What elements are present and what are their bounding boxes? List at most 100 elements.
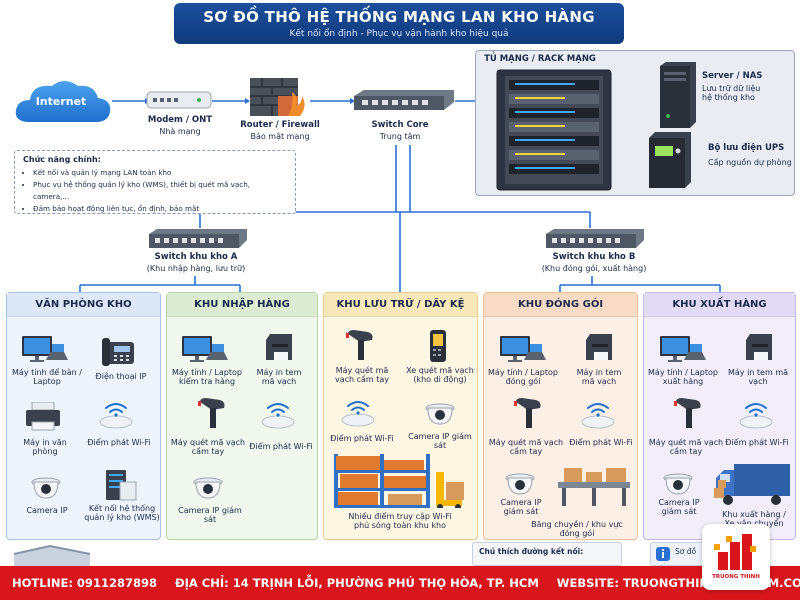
functions-note: Chức năng chính: Kết nối và quản lý mạng… [14,150,296,214]
storage-caption: Nhiều điểm truy cập Wi-Fi phủ sóng toàn … [348,512,452,531]
warehouse-building-icon [13,544,91,566]
office-phone-label: Điện thoại IP [95,372,147,381]
legend-note-text: Sơ đồ [675,547,697,556]
wifi-icon [341,401,375,427]
label-printer-icon [266,334,292,360]
function-item: Phục vụ hệ thống quản lý kho (WMS), thiế… [33,179,287,203]
brand-logo: TRUONG THINH [702,524,770,590]
office-camera-label: Camera IP [26,506,68,515]
modem-icon [146,91,212,109]
packing-scanner-label: Máy quét mã vạch cầm tay [488,438,564,457]
server-icon [660,62,696,128]
footer-address: ĐỊA CHỈ: 14 TRỊNH LỖI, PHƯỜNG PHÚ THỌ HÒ… [174,576,539,590]
office-printer-label: Máy in văn phòng [23,438,67,457]
inbound-pc-label: Máy tính / Laptop kiểm tra hàng [172,368,242,387]
zone-inbound-title: KHU NHẬP HÀNG [167,293,317,317]
zone-outbound-title: KHU XUẤT HÀNG [644,293,795,317]
inbound-scanner-label: Máy quét mã vạch cầm tay [170,438,246,457]
storage-camera-label: Camera IP giám sát [408,432,472,451]
switch-a-title: Switch khu kho A [154,252,238,262]
wifi-icon [261,403,295,429]
ups-title: Bộ lưu điện UPS [708,143,785,153]
camera-icon [31,477,61,499]
zone-office-title: VĂN PHÒNG KHO [7,293,160,317]
switch-b-icon [546,229,644,248]
office-wifi-label: Điểm phát Wi-Fi [87,438,151,447]
logo-text: TRUONG THINH [712,574,760,580]
office-wms-label: Kết nối hệ thống quản lý kho (WMS) [84,504,160,523]
core-switch-subtitle: Trung tâm [379,132,421,141]
office-desktop-label: Máy tính để bàn / Laptop [12,368,82,387]
wms-icon [105,469,137,501]
barcode-scanner-icon [346,330,373,360]
wifi-icon [739,403,773,429]
handheld-terminal-icon [430,330,446,362]
ip-phone-icon [102,338,134,366]
wifi-icon [99,403,133,429]
modem-title: Modem / ONT [147,115,213,125]
camera-icon [425,403,455,425]
zone-packing-title: KHU ĐÓNG GÓI [484,293,637,317]
storage-mobile-label: Xe quét mã vạch (kho di động) [406,366,474,385]
barcode-scanner-icon [514,398,541,428]
switch-a-icon [149,229,247,248]
barcode-scanner-icon [674,398,701,428]
warehouse-shelves-icon [334,454,464,508]
desktop-icon [182,336,228,362]
core-switch-title: Switch Core [371,120,429,130]
ups-subtitle: Cấp nguồn dự phòng [708,158,792,167]
switch-b-title: Switch khu kho B [552,252,636,262]
packing-pc-label: Máy tính / Laptop đóng gói [488,368,558,387]
core-switch-icon [354,90,454,110]
camera-icon [193,477,223,499]
storage-scanner-label: Máy quét mã vạch cầm tay [334,366,390,385]
office-printer-icon [25,402,61,431]
rack-cabinet-icon [496,69,612,191]
info-icon [656,547,670,561]
connection-legend: Chú thích đường kết nối: [472,542,622,566]
firewall-icon [250,78,305,116]
outbound-scanner-label: Máy quét mã vạch cầm tay [648,438,724,457]
zone-packing: KHU ĐÓNG GÓI [483,292,638,540]
diagram-header: SƠ ĐỒ THÔ HỆ THỐNG MẠNG LAN KHO HÀNG Kết… [174,3,624,44]
server-subtitle: Lưu trữ dữ liệu hệ thống kho [702,84,761,103]
zone-inbound: KHU NHẬP HÀNG [166,292,318,540]
internet-label: Internet [35,95,87,108]
diagram-title: SƠ ĐỒ THÔ HỆ THỐNG MẠNG LAN KHO HÀNG [203,8,595,26]
label-printer-icon [586,334,612,360]
packing-wifi-label: Điểm phát Wi-Fi [569,438,633,447]
storage-wifi-label: Điểm phát Wi-Fi [330,434,394,443]
conveyor-icon [558,468,630,506]
zone-storage-title: KHU LƯU TRỮ / DÃY KỆ [324,293,477,317]
function-item: Kết nối và quản lý mạng LAN toàn kho [33,167,287,179]
rack-title: TỦ MẠNG / RACK MẠNG [484,54,596,64]
desktop-icon [660,336,706,362]
outbound-wifi-label: Điểm phát Wi-Fi [725,438,789,447]
router-subtitle: Bảo mật mạng [250,132,310,141]
desktop-icon [500,336,546,362]
outbound-pc-label: Máy tính / Laptop xuất hàng [648,368,718,387]
functions-title: Chức năng chính: [23,155,101,164]
diagram-subtitle: Kết nối ổn định - Phục vụ vận hành kho h… [289,29,509,39]
packing-printer-label: Máy in tem mã vạch [576,368,622,387]
zone-outbound: KHU XUẤT HÀNG [643,292,796,540]
router-title: Router / Firewall [240,120,320,130]
wifi-icon [581,403,615,429]
inbound-printer-label: Máy in tem mã vạch [256,368,302,387]
modem-subtitle: Nhà mạng [159,127,201,136]
barcode-scanner-icon [198,398,225,428]
footer-hotline: HOTLINE: 0911287898 [12,576,157,590]
truck-icon [714,464,790,505]
function-item: Đảm bảo hoạt động liên tục, ổn định, bảo… [33,203,287,215]
camera-icon [505,473,535,495]
switch-b-subtitle: (Khu đóng gói, xuất hàng) [541,264,647,273]
outbound-truck-label: Khu xuất hàng / Xe vận chuyển [722,510,786,529]
inbound-wifi-label: Điểm phát Wi-Fi [249,442,313,451]
legend-title: Chú thích đường kết nối: [479,547,584,556]
outbound-printer-label: Máy in tem mã vạch [728,368,789,387]
cloud-icon [15,81,111,122]
inbound-camera-label: Camera IP giám sát [178,506,242,525]
server-title: Server / NAS [702,71,763,81]
ups-icon [649,132,691,188]
outbound-camera-label: Camera IP giám sát [658,498,700,517]
